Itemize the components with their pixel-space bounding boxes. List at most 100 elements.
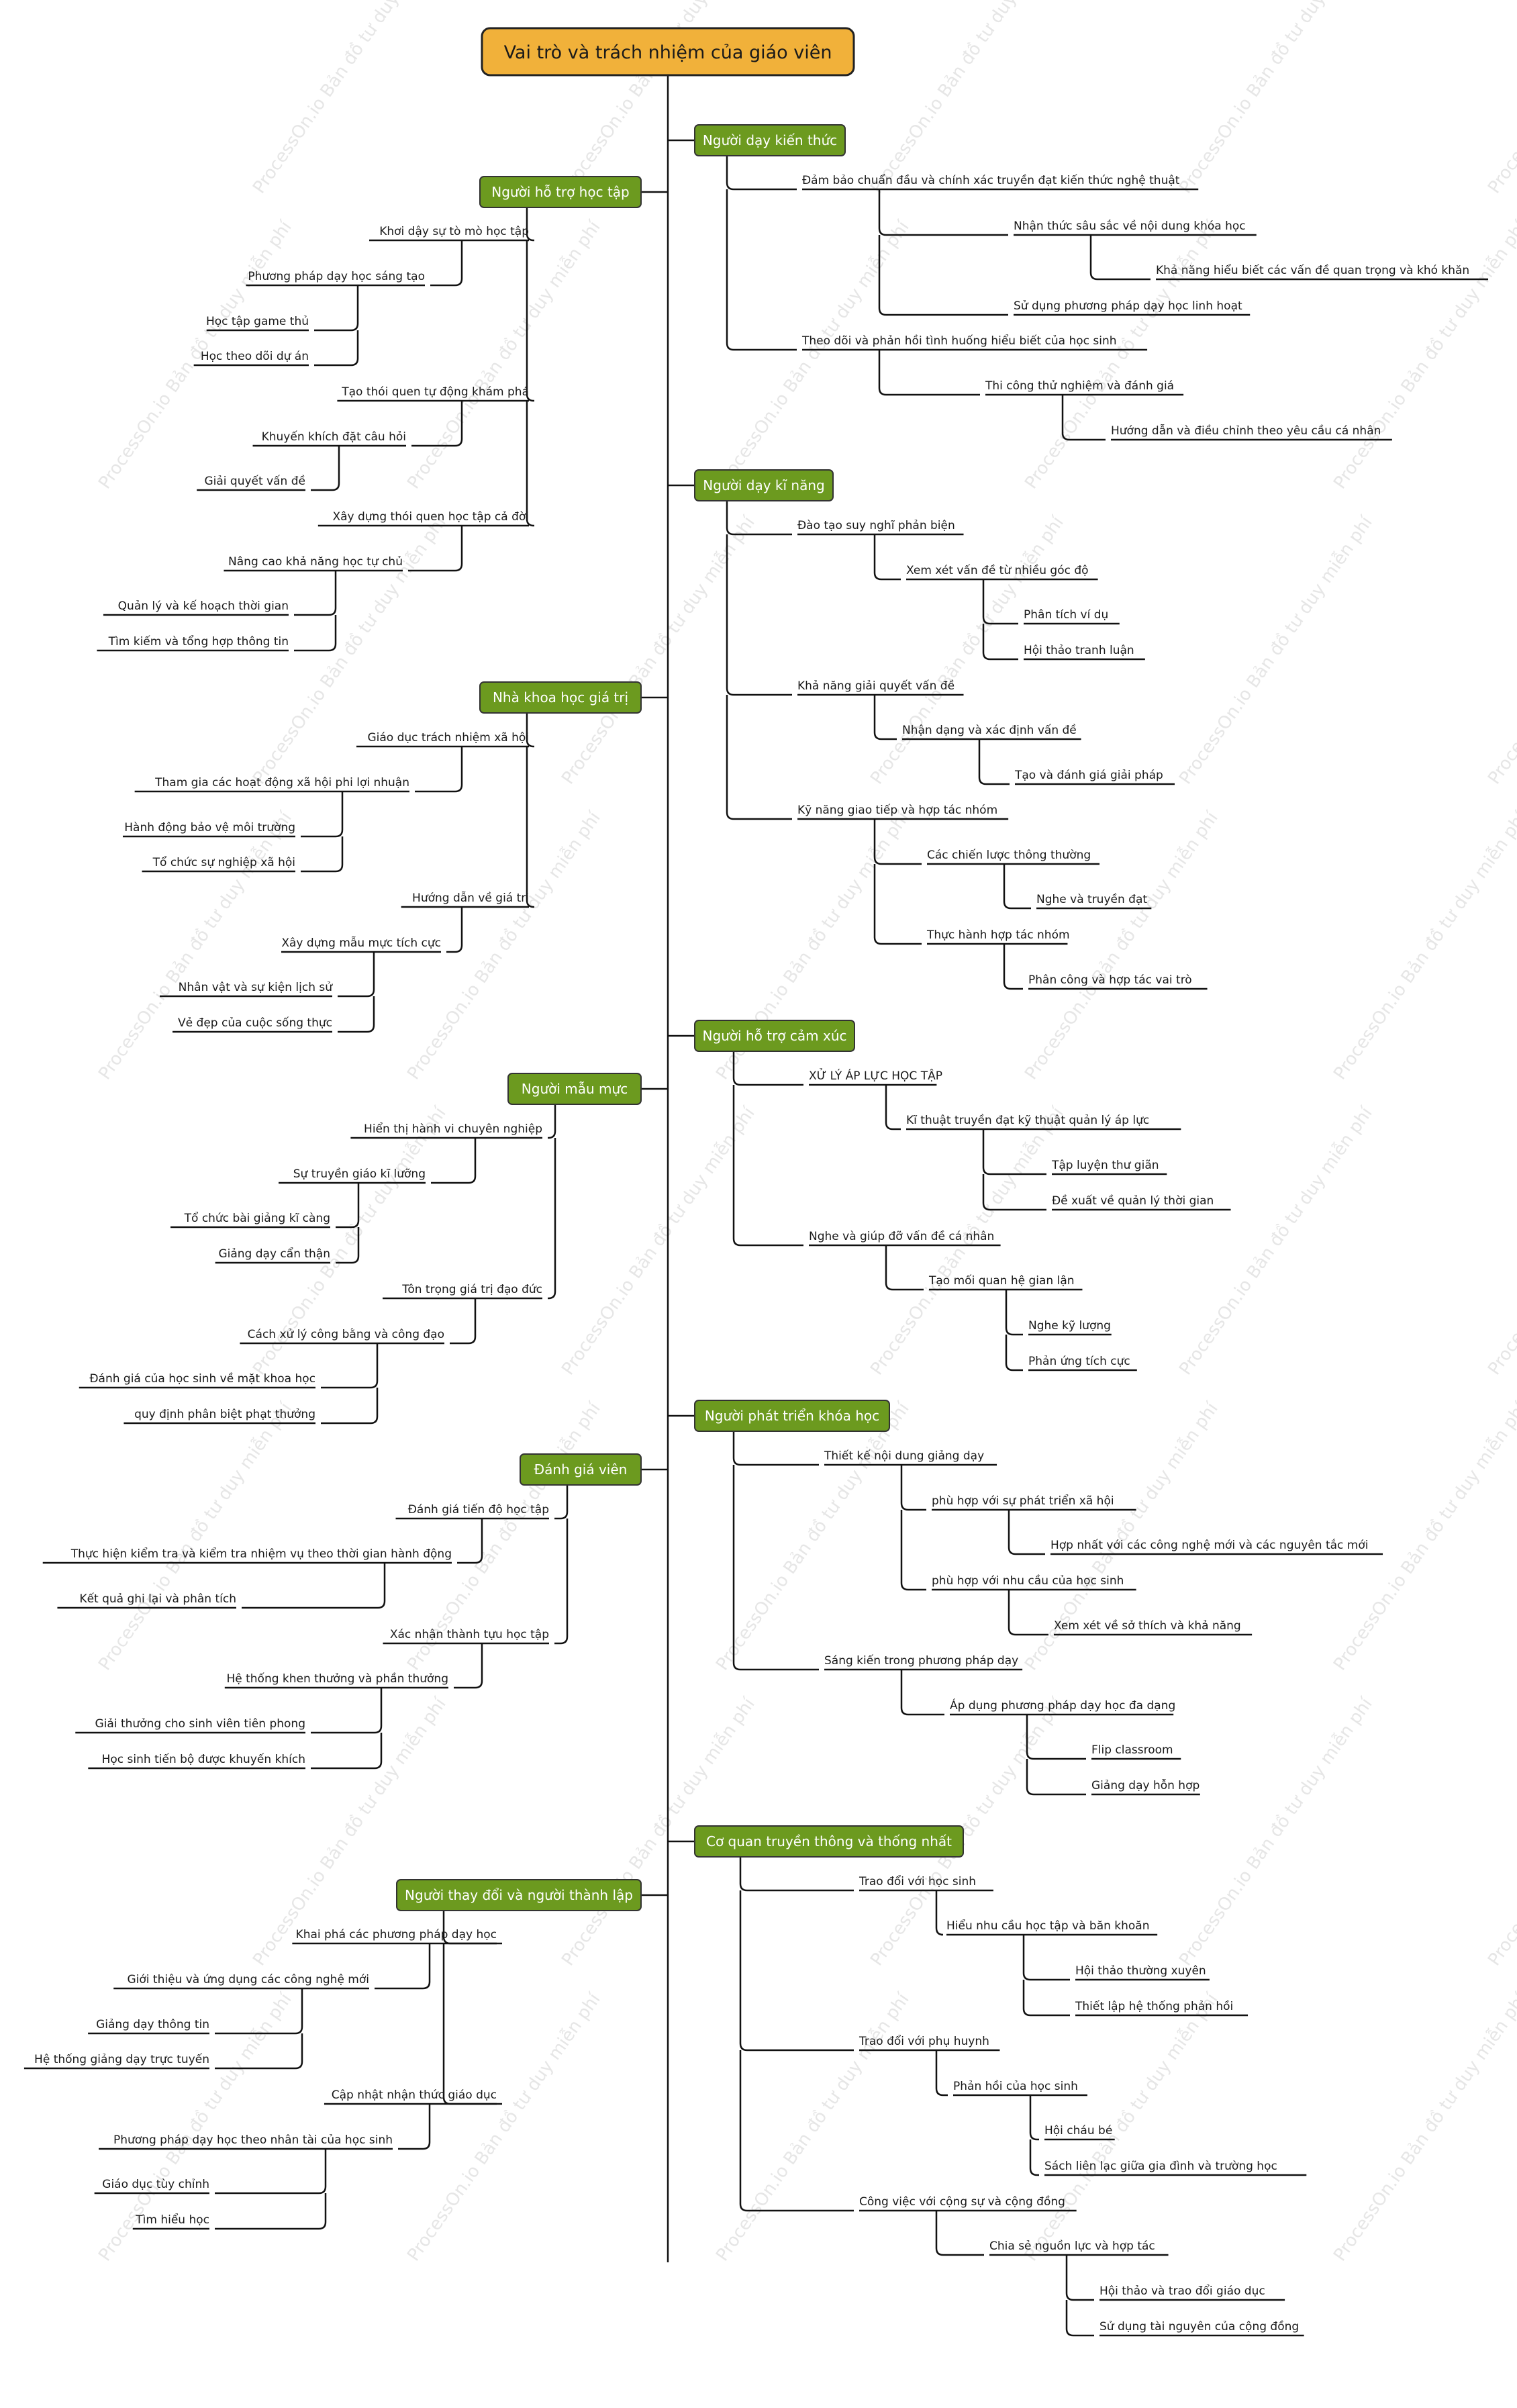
node-level-3[interactable]: Thực hiện kiểm tra và kiểm tra nhiệm vụ … (70, 1547, 452, 1561)
node-level-2[interactable]: Theo dõi và phản hồi tình huống hiểu biế… (801, 334, 1117, 348)
branch-right-4[interactable]: Cơ quan truyền thông và thống nhất (694, 1825, 964, 1858)
node-level-2[interactable]: Kỹ năng giao tiếp và hợp tác nhóm (797, 803, 997, 817)
node-level-4[interactable]: Kết quả ghi lại và phân tích (79, 1592, 236, 1606)
node-level-2[interactable]: Hiển thị hành vi chuyên nghiệp (364, 1122, 542, 1136)
node-level-3[interactable]: Phương pháp dạy học theo nhân tài của họ… (113, 2133, 393, 2147)
node-level-3[interactable]: Thực hành hợp tác nhóm (926, 928, 1070, 942)
node-level-3[interactable]: Phản hồi của học sinh (953, 2079, 1078, 2093)
node-level-4[interactable]: Đề xuất về quản lý thời gian (1052, 1194, 1214, 1208)
node-level-2[interactable]: Xác nhận thành tựu học tập (390, 1628, 549, 1641)
branch-left-0[interactable]: Người hỗ trợ học tập (479, 176, 642, 208)
node-level-4[interactable]: Đánh giá của học sinh về mặt khoa học (89, 1371, 315, 1386)
node-level-4[interactable]: Nghe và truyền đạt (1036, 892, 1147, 906)
node-level-3[interactable]: Khuyến khích đặt câu hỏi (262, 430, 406, 444)
node-level-3[interactable]: Nhận thức sâu sắc về nội dung khóa học (1014, 219, 1246, 233)
node-level-4[interactable]: Giảng dạy cẩn thận (218, 1247, 330, 1261)
node-level-4[interactable]: Hợp nhất với các công nghệ mới và các ng… (1050, 1538, 1368, 1552)
node-level-4[interactable]: Hội cháu bé (1044, 2124, 1112, 2137)
node-level-4[interactable]: Hệ thống giảng dạy trực tuyến (34, 2052, 209, 2066)
node-level-4[interactable]: Học theo dõi dự án (201, 350, 309, 363)
node-level-3[interactable]: phù hợp với nhu cầu của học sinh (932, 1574, 1124, 1588)
node-level-3[interactable]: Thi công thử nghiệm và đánh giá (985, 379, 1174, 393)
node-level-4[interactable]: Tổ chức sự nghiệp xã hội (152, 855, 295, 869)
node-level-3[interactable]: phù hợp với sự phát triển xã hội (932, 1494, 1114, 1508)
node-level-4[interactable]: Hội thảo và trao đổi giáo dục (1099, 2284, 1265, 2298)
node-level-2[interactable]: Công việc với cộng sự và cộng đồng (859, 2195, 1065, 2209)
node-level-2[interactable]: Trao đổi với học sinh (859, 1874, 976, 1888)
node-level-2[interactable]: Đào tạo suy nghĩ phản biện (797, 519, 955, 532)
branch-left-2[interactable]: Người mẫu mực (507, 1073, 642, 1105)
branch-right-2[interactable]: Người hỗ trợ cảm xúc (694, 1020, 855, 1052)
node-level-4[interactable]: Flip classroom (1091, 1743, 1173, 1757)
node-level-4[interactable]: Xem xét về sở thích và khả năng (1054, 1619, 1241, 1633)
node-level-2[interactable]: XỬ LÝ ÁP LỰC HỌC TẬP (809, 1067, 942, 1083)
node-level-4[interactable]: Hội thảo thường xuyên (1075, 1964, 1206, 1978)
node-level-4[interactable]: Tìm hiểu học (135, 2213, 209, 2227)
branch-right-1[interactable]: Người dạy kĩ năng (694, 469, 834, 501)
node-level-3[interactable]: Xây dựng mẫu mực tích cực (281, 936, 441, 950)
node-level-2[interactable]: Thiết kế nội dung giảng dạy (824, 1449, 984, 1463)
node-level-3[interactable]: Sự truyền giáo kĩ lưỡng (293, 1167, 426, 1181)
node-level-4[interactable]: Sử dụng tài nguyên của cộng đồng (1099, 2319, 1299, 2333)
node-level-4[interactable]: Sách liên lạc giữa gia đình và trường họ… (1044, 2160, 1277, 2173)
node-level-4[interactable]: Vẻ đẹp của cuộc sống thực (178, 1016, 332, 1030)
node-level-3[interactable]: Kĩ thuật truyền đạt kỹ thuật quản lý áp … (906, 1113, 1149, 1127)
node-level-2[interactable]: Tạo thói quen tự động khám phá (341, 385, 529, 399)
node-level-4[interactable]: Phân công và hợp tác vai trò (1028, 973, 1192, 987)
node-level-3[interactable]: Phương pháp dạy học sáng tạo (248, 270, 425, 283)
node-level-4[interactable]: Hội thảo tranh luận (1024, 644, 1134, 657)
node-level-3[interactable]: Tham gia các hoạt động xã hội phi lợi nh… (154, 776, 409, 789)
branch-left-1[interactable]: Nhà khoa học giá trị (479, 681, 642, 714)
node-level-2[interactable]: Tôn trọng giá trị đạo đức (401, 1283, 542, 1296)
node-level-2[interactable]: Trao đổi với phụ huynh (859, 2034, 989, 2048)
node-level-2[interactable]: Cập nhật nhận thức giáo dục (332, 2088, 497, 2102)
node-level-3[interactable]: Tạo mối quan hệ gian lận (928, 1273, 1075, 1288)
node-level-3[interactable]: Xem xét vấn đề từ nhiều góc độ (906, 563, 1089, 577)
node-level-4[interactable]: Giảng dạy thông tin (96, 2018, 209, 2031)
node-level-2[interactable]: Sáng kiến trong phương pháp dạy (824, 1653, 1018, 1668)
node-level-4[interactable]: Giải thưởng cho sinh viên tiên phong (95, 1717, 305, 1731)
node-level-4[interactable]: Hướng dẫn và điều chỉnh theo yêu cầu cá … (1111, 424, 1381, 438)
node-level-3[interactable]: Các chiến lược thông thường (927, 848, 1091, 862)
node-level-2[interactable]: Giáo dục trách nhiệm xã hội (367, 731, 529, 744)
node-level-3[interactable]: Hiểu nhu cầu học tập và băn khoăn (946, 1919, 1150, 1933)
node-level-2[interactable]: Nghe và giúp đỡ vấn đề cá nhân (809, 1229, 994, 1243)
node-level-4[interactable]: Giáo dục tùy chỉnh (102, 2178, 209, 2191)
node-level-3[interactable]: Chia sẻ nguồn lực và hợp tác (989, 2239, 1155, 2253)
node-level-3[interactable]: Sử dụng phương pháp dạy học linh hoạt (1014, 299, 1242, 313)
node-level-2[interactable]: Đánh giá tiến độ học tập (408, 1502, 549, 1516)
node-level-4[interactable]: Tìm kiếm và tổng hợp thông tin (108, 634, 289, 648)
node-level-2[interactable]: Xây dựng thói quen học tập cả đời (332, 510, 529, 524)
node-level-3[interactable]: Hệ thống khen thưởng và phần thưởng (226, 1672, 448, 1686)
node-level-3[interactable]: Áp dụng phương pháp dạy học đa dạng (950, 1698, 1175, 1713)
node-level-4[interactable]: Học tập game thủ (206, 315, 309, 328)
node-level-3[interactable]: Cách xử lý công bằng và công đạo (248, 1327, 444, 1341)
node-level-2[interactable]: Khả năng giải quyết vấn đề (797, 679, 955, 693)
node-level-4[interactable]: Phản ứng tích cực (1028, 1355, 1130, 1368)
node-level-4[interactable]: Học sinh tiến bộ được khuyến khích (102, 1752, 305, 1766)
node-level-3[interactable]: Nâng cao khả năng học tự chủ (228, 555, 403, 569)
node-level-2[interactable]: Hướng dẫn về giá trị (412, 891, 529, 905)
node-level-2[interactable]: Đảm bảo chuẩn đầu và chính xác truyền đạ… (802, 173, 1180, 187)
node-level-4[interactable]: Hành động bảo vệ môi trường (124, 821, 295, 834)
node-level-4[interactable]: Phân tích ví dụ (1024, 608, 1108, 622)
node-level-2[interactable]: Khai phá các phương pháp dạy học (296, 1928, 497, 1941)
node-level-4[interactable]: Giải quyết vấn đề (204, 474, 305, 488)
branch-left-3[interactable]: Đánh giá viên (520, 1453, 642, 1486)
node-level-4[interactable]: Giảng dạy hỗn hợp (1091, 1778, 1200, 1792)
branch-right-3[interactable]: Người phát triển khóa học (694, 1400, 890, 1432)
branch-right-0[interactable]: Người dạy kiến thức (694, 124, 846, 156)
node-level-3[interactable]: Nhận dạng và xác định vấn đề (902, 723, 1077, 737)
node-level-4[interactable]: Khả năng hiểu biết các vấn đề quan trọng… (1156, 263, 1469, 277)
node-level-4[interactable]: Tổ chức bài giảng kĩ càng (184, 1211, 330, 1225)
node-level-2[interactable]: Khơi dậy sự tò mò học tập (379, 225, 529, 238)
branch-left-4[interactable]: Người thay đổi và người thành lập (396, 1879, 642, 1911)
root-node[interactable]: Vai trò và trách nhiệm của giáo viên (481, 27, 855, 77)
node-level-4[interactable]: quy định phân biệt phạt thưởng (134, 1408, 315, 1421)
node-level-4[interactable]: Quản lý và kế hoạch thời gian (118, 599, 289, 613)
node-level-4[interactable]: Thiết lập hệ thống phản hồi (1075, 1999, 1233, 2013)
node-level-4[interactable]: Tạo và đánh giá giải pháp (1014, 769, 1163, 782)
node-level-4[interactable]: Nhân vật và sự kiện lịch sử (179, 981, 334, 994)
node-level-4[interactable]: Nghe kỹ lượng (1028, 1319, 1111, 1333)
node-level-3[interactable]: Giới thiệu và ứng dụng các công nghệ mới (127, 1973, 369, 1986)
